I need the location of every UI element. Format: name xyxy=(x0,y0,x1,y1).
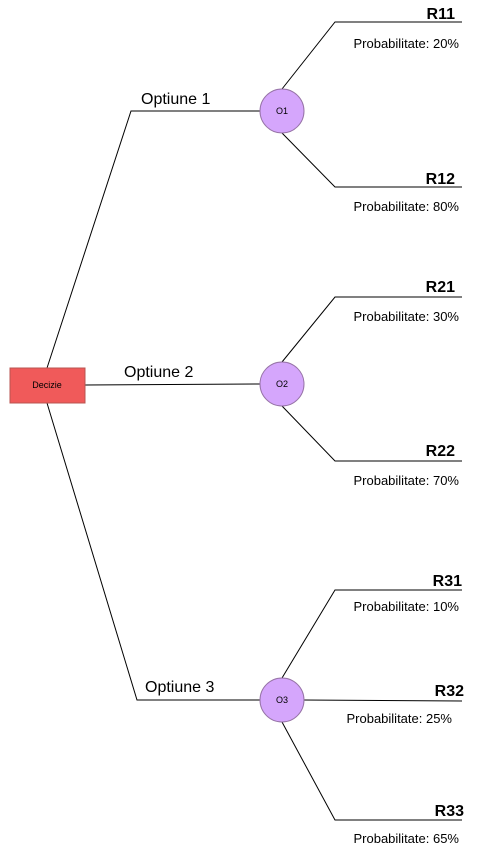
option-2-label: Optiune 2 xyxy=(124,364,193,381)
result-r12-probability: Probabilitate: 80% xyxy=(353,199,459,214)
result-r31-probability: Probabilitate: 10% xyxy=(353,599,459,614)
result-r33-probability: Probabilitate: 65% xyxy=(353,831,459,846)
result-r21-probability: Probabilitate: 30% xyxy=(353,309,459,324)
result-r22-label: R22 xyxy=(426,443,455,460)
decision-node[interactable]: Decizie xyxy=(9,367,86,404)
edge-o3-to-r32 xyxy=(302,699,463,702)
chance-node-o3-label: O3 xyxy=(276,695,288,705)
result-edges xyxy=(281,21,463,821)
edge-o3-to-r33 xyxy=(281,721,462,821)
chance-node-o2-circle[interactable] xyxy=(259,361,305,407)
edge-o2-to-r21 xyxy=(281,296,462,363)
chance-node-o1-label: O1 xyxy=(276,106,288,116)
result-r33-label: R33 xyxy=(435,803,464,820)
decision-box[interactable] xyxy=(9,367,86,404)
result-r22-probability: Probabilitate: 70% xyxy=(353,473,459,488)
chance-node-o2[interactable]: O2 xyxy=(259,361,305,407)
option-3-label: Optiune 3 xyxy=(145,679,214,696)
edge-o1-to-r12 xyxy=(281,132,462,188)
result-r12-label: R12 xyxy=(426,171,455,188)
decision-label: Decizie xyxy=(32,380,62,390)
edge-decision-to-option-3 xyxy=(46,402,261,701)
chance-node-o2-label: O2 xyxy=(276,379,288,389)
result-r31-label: R31 xyxy=(433,573,462,590)
edge-o3-to-r31 xyxy=(281,589,462,679)
result-r11-probability: Probabilitate: 20% xyxy=(353,36,459,51)
edge-decision-to-option-2 xyxy=(84,383,262,386)
chance-node-o1-circle[interactable] xyxy=(259,88,305,134)
edge-decision-to-option-1 xyxy=(46,110,261,369)
result-r32-label: R32 xyxy=(435,683,464,700)
result-r32-probability: Probabilitate: 25% xyxy=(346,711,452,726)
decision-edges xyxy=(46,110,262,701)
result-r11-label: R11 xyxy=(427,6,456,23)
chance-node-o3[interactable]: O3 xyxy=(259,677,305,723)
chance-node-o1[interactable]: O1 xyxy=(259,88,305,134)
chance-node-o3-circle[interactable] xyxy=(259,677,305,723)
option-1-label: Optiune 1 xyxy=(141,91,210,108)
edge-o2-to-r22 xyxy=(281,405,462,462)
edge-o1-to-r11 xyxy=(281,21,462,90)
result-r21-label: R21 xyxy=(426,279,455,296)
